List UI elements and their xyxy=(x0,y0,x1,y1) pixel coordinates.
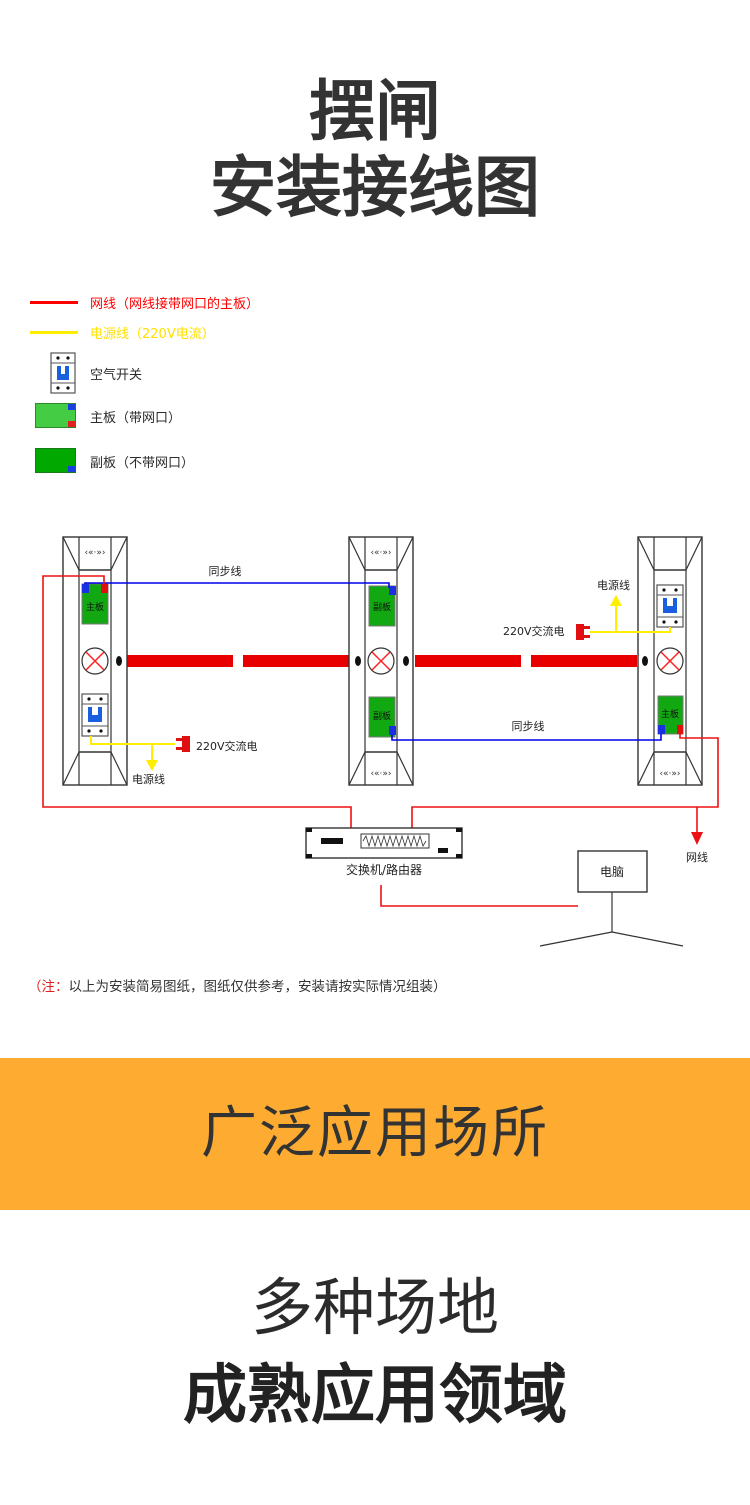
wiring-diagram: ‹«·»› ‹«·»› ‹«·»› ‹«·»› 主板 副板 副板 主板 同步线 … xyxy=(42,536,719,947)
power-label-right: 电源线 xyxy=(597,578,630,592)
footer-subtitle: 多种场地 xyxy=(250,1271,499,1344)
plug-icon xyxy=(176,736,190,752)
section-band-title: 广泛应用场所 xyxy=(201,1101,549,1166)
switch-label: 交换机/路由器 xyxy=(346,862,422,877)
note-text: 以上为安装简易图纸，图纸仅供参考，安装请按实际情况组装） xyxy=(68,979,447,995)
legend-network: 网线（网线接带网口的主板） xyxy=(30,293,259,312)
note-prefix: （注： xyxy=(28,979,69,995)
legend-air-switch-label: 空气开关 xyxy=(90,367,143,383)
power-line-left xyxy=(90,736,175,745)
legend-main-board-label: 主板（带网口） xyxy=(90,410,182,426)
barrier-arm-left xyxy=(127,655,349,667)
arrow-down-icon xyxy=(691,832,703,845)
network-line-swatch xyxy=(30,301,78,304)
arrow-up-icon xyxy=(610,595,622,606)
sync-line-bottom xyxy=(391,734,662,741)
sub-board-icon xyxy=(35,448,76,473)
legend-sub-board-label: 副板（不带网口） xyxy=(90,455,195,471)
pivot-dot xyxy=(116,656,122,666)
pivot-dot xyxy=(403,656,409,666)
board-main-left: 主板 xyxy=(81,583,109,625)
network-line-right xyxy=(411,734,719,828)
page-title-line1: 摆闸 xyxy=(309,73,441,150)
pivot-dot xyxy=(355,656,361,666)
network-line-left xyxy=(42,575,352,828)
sync-line-label: 同步线 xyxy=(209,564,242,578)
air-switch-left xyxy=(81,693,109,737)
legend-network-label: 网线（网线接带网口的主板） xyxy=(90,297,260,312)
legend-power: 电源线（220V电流） xyxy=(30,323,215,342)
network-line-computer xyxy=(380,885,578,907)
power-label-left: 电源线 xyxy=(132,772,165,786)
legend-sub-board: 副板（不带网口） xyxy=(35,448,194,474)
legend-main-board: 主板（带网口） xyxy=(35,403,181,429)
air-switch-icon xyxy=(50,352,76,394)
ac-label-left: 220V交流电 xyxy=(196,739,258,753)
reader-icon: ‹«·»› xyxy=(659,769,680,779)
main-board-icon xyxy=(35,403,76,428)
network-out-label: 网线 xyxy=(686,850,708,864)
board-label: 副板 xyxy=(373,601,391,613)
footer-title: 成熟应用领域 xyxy=(183,1359,567,1433)
air-switch-right xyxy=(656,584,684,628)
reader-icon: ‹«·»› xyxy=(370,548,391,558)
sync-line-label: 同步线 xyxy=(512,719,545,733)
board-label: 副板 xyxy=(373,710,391,722)
board-label: 主板 xyxy=(86,601,104,613)
power-line-swatch xyxy=(30,331,78,334)
board-main-right: 主板 xyxy=(657,695,684,735)
plug-icon xyxy=(576,624,590,640)
board-sub-mid-bottom: 副板 xyxy=(368,696,396,738)
installation-note: （注：以上为安装简易图纸，图纸仅供参考，安装请按实际情况组装） xyxy=(28,975,447,995)
computer xyxy=(539,850,684,947)
sync-line-top xyxy=(84,582,390,588)
legend-air-switch: 空气开关 xyxy=(50,352,142,394)
section-band xyxy=(0,1058,750,1210)
board-label: 主板 xyxy=(661,708,679,720)
computer-label: 电脑 xyxy=(600,865,624,879)
reader-icon: ‹«·»› xyxy=(84,548,105,558)
ac-label-right: 220V交流电 xyxy=(503,624,565,638)
legend-power-label: 电源线（220V电流） xyxy=(90,327,215,342)
barrier-arm-right xyxy=(415,655,637,667)
switch-router xyxy=(305,827,463,859)
page-title-line2: 安装接线图 xyxy=(210,149,540,226)
board-sub-mid-top: 副板 xyxy=(368,585,396,627)
pivot-dot xyxy=(642,656,648,666)
reader-icon: ‹«·»› xyxy=(370,769,391,779)
arrow-down-icon xyxy=(146,760,158,771)
